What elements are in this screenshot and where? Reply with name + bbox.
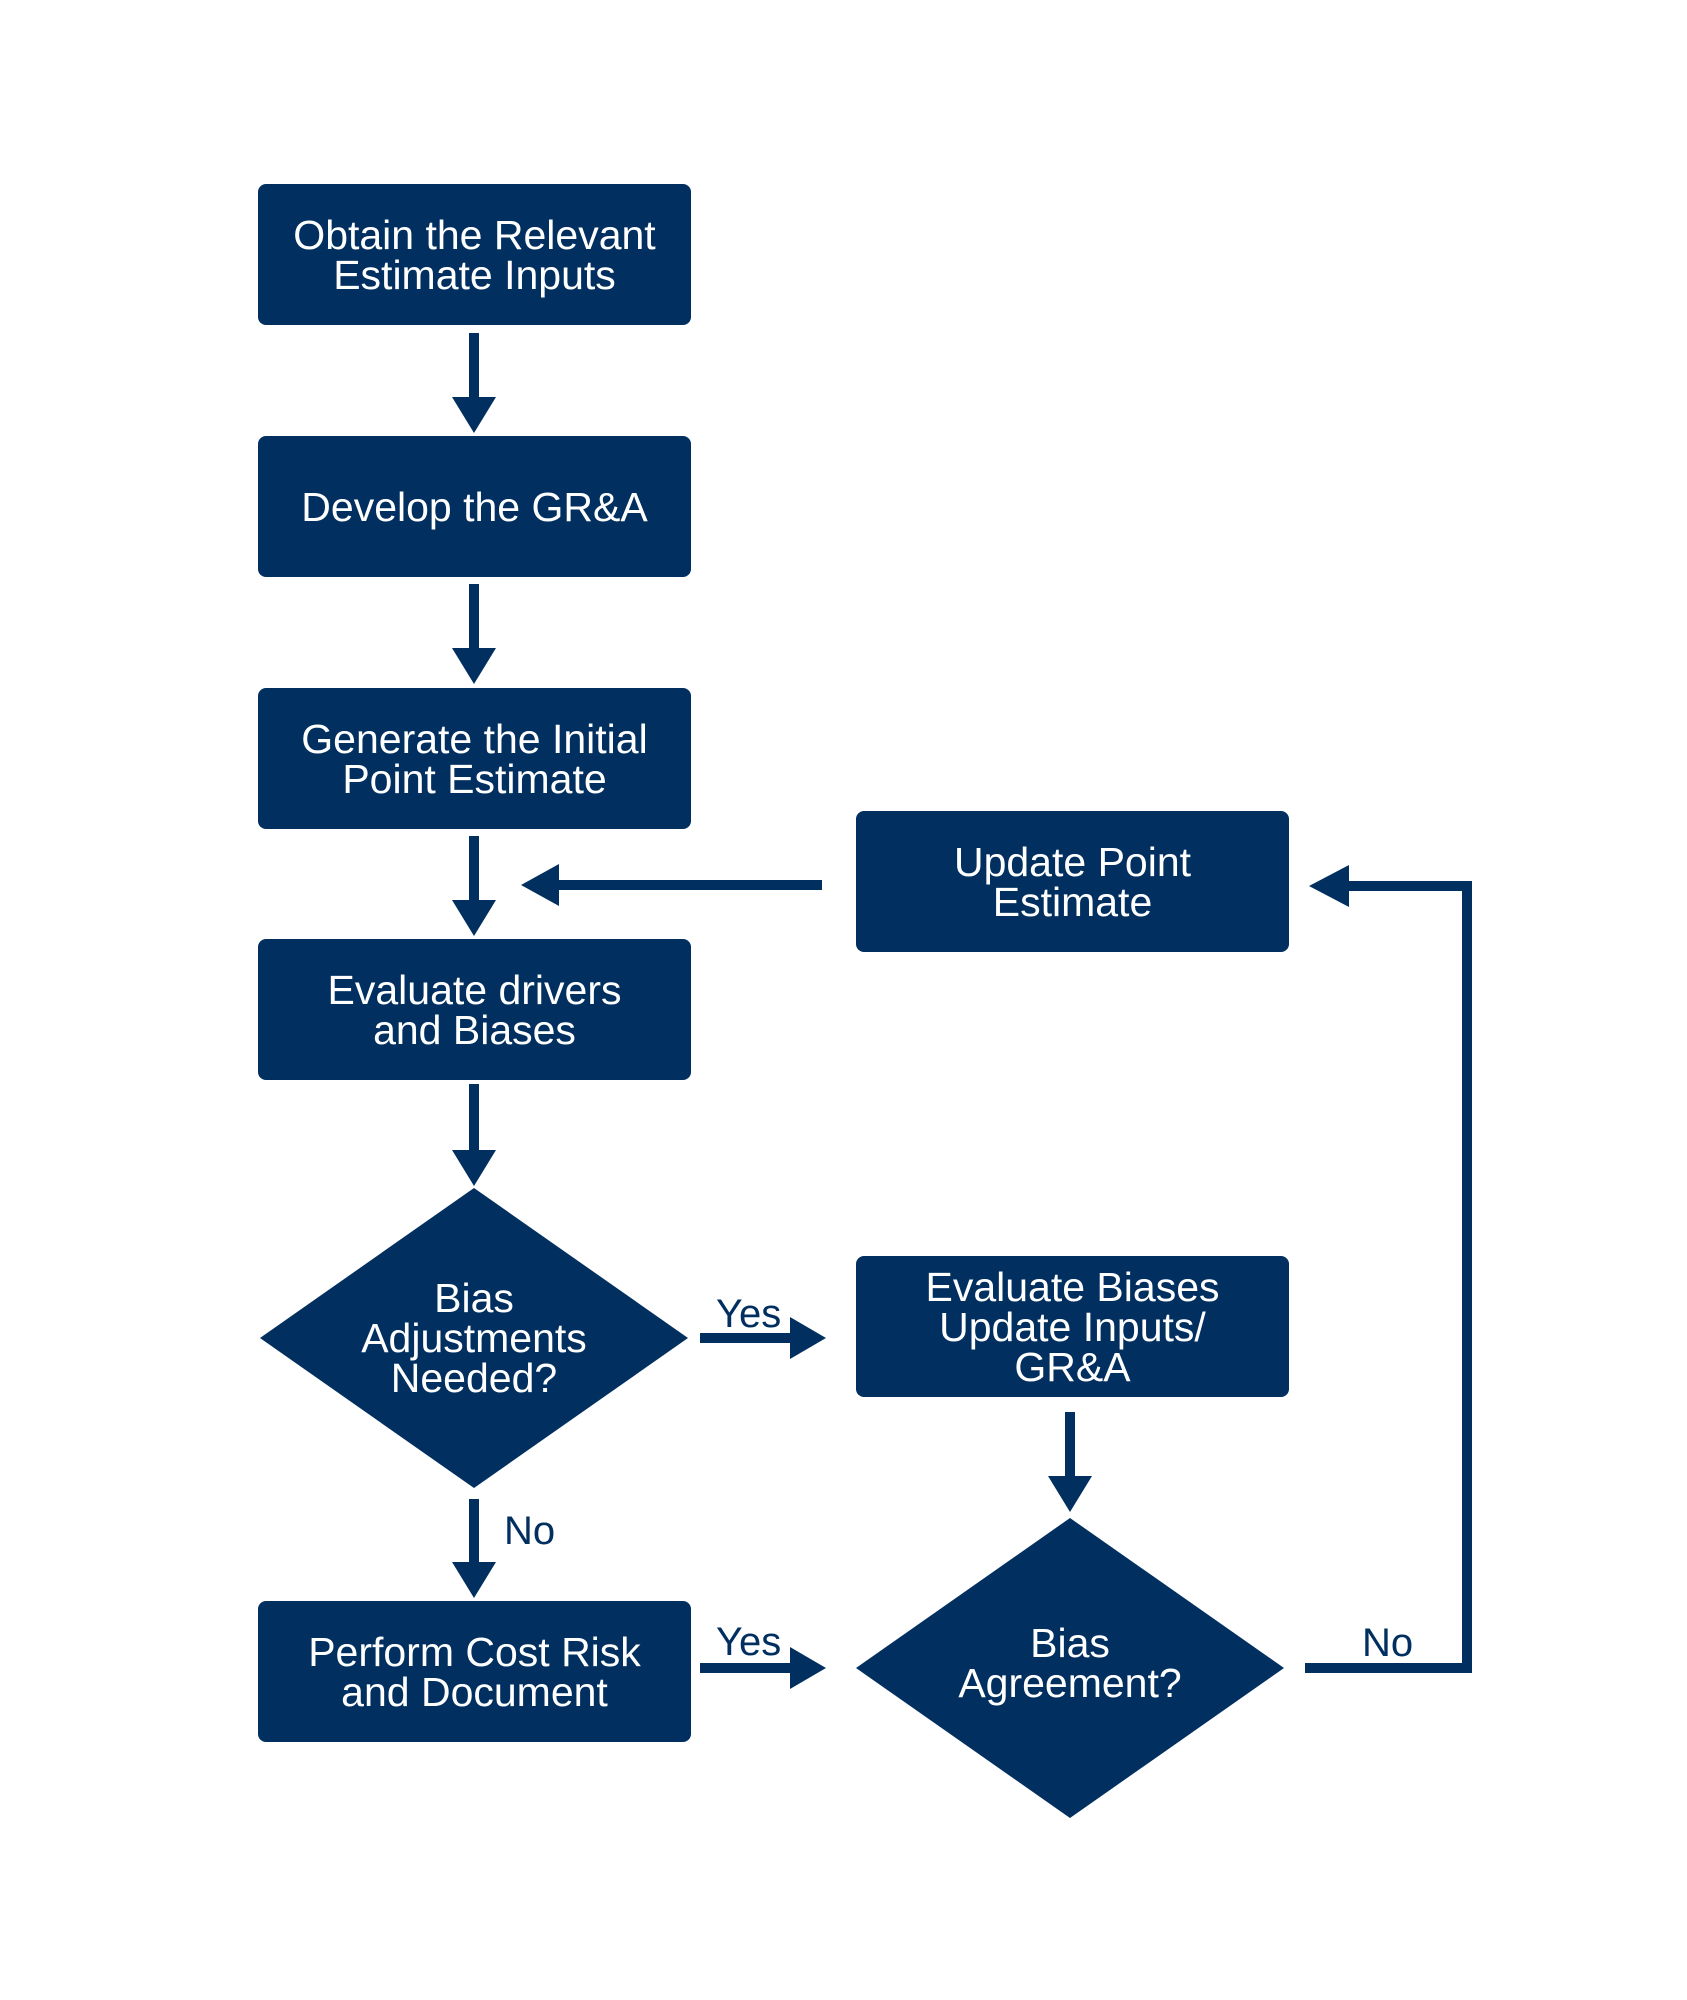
edge-label-agreement-yes: Yes <box>716 1620 782 1664</box>
arrowhead-evaluate-biases-to-agreement <box>1048 1476 1092 1512</box>
node-evaluate-biases-label: Evaluate Biases Update Inputs/ GR&A <box>925 1263 1220 1390</box>
bias-adjustments-diamond <box>260 1188 688 1488</box>
node-develop-gra-label: Develop the GR&A <box>301 483 648 530</box>
node-obtain-inputs: Obtain the Relevant Estimate Inputs <box>258 184 691 325</box>
node-update-point-estimate: Update Point Estimate <box>856 811 1289 952</box>
arrowhead-evaluate-to-diamond <box>452 1150 496 1186</box>
node-obtain-inputs-label: Obtain the Relevant Estimate Inputs <box>293 211 656 298</box>
node-develop-gra: Develop the GR&A <box>258 436 691 577</box>
node-evaluate-drivers-label: Evaluate drivers and Biases <box>327 966 622 1053</box>
arrowhead-obtain-to-develop <box>452 397 496 433</box>
arrowhead-update-to-main <box>521 864 559 906</box>
node-initial-estimate: Generate the Initial Point Estimate <box>258 688 691 829</box>
bias-agreement-diamond <box>856 1518 1284 1818</box>
node-update-point-estimate-label: Update Point Estimate <box>953 838 1192 925</box>
arrow-agreement-no-loop <box>1305 881 1472 1673</box>
node-evaluate-biases: Evaluate Biases Update Inputs/ GR&A <box>856 1256 1289 1397</box>
bias-adjustments-label: Bias Adjustments Needed? <box>361 1275 587 1401</box>
arrowhead-develop-to-initial <box>452 648 496 684</box>
edge-label-agreement-no: No <box>1362 1621 1414 1665</box>
arrowhead-agreement-no-loop <box>1309 865 1349 907</box>
arrowhead-adjust-no <box>452 1562 496 1598</box>
arrowhead-adjust-yes <box>790 1317 826 1359</box>
edge-label-adjust-yes: Yes <box>716 1292 782 1336</box>
arrowhead-agreement-yes <box>790 1647 826 1689</box>
node-cost-risk: Perform Cost Risk and Document <box>258 1601 691 1742</box>
node-evaluate-drivers: Evaluate drivers and Biases <box>258 939 691 1080</box>
edge-label-adjust-no: No <box>504 1509 556 1553</box>
node-cost-risk-label: Perform Cost Risk and Document <box>308 1628 641 1715</box>
arrowhead-initial-to-evaluate <box>452 900 496 936</box>
bias-agreement-label: Bias Agreement? <box>958 1620 1182 1706</box>
node-initial-estimate-label: Generate the Initial Point Estimate <box>301 715 648 802</box>
